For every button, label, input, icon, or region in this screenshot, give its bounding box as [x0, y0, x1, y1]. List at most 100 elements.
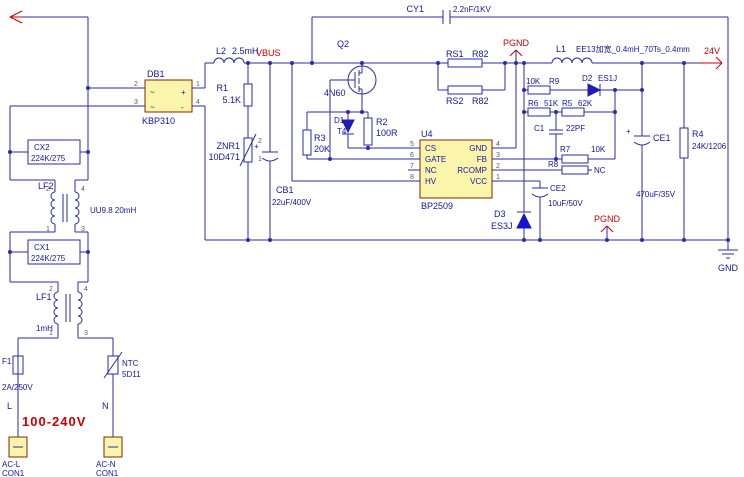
diode-d3[interactable]: D3 ES3J: [491, 63, 532, 240]
inductor-l1[interactable]: L1 EE13加宽_0.4mH_70Ts_0.4mm: [551, 44, 690, 64]
l2-ref-label: L2: [216, 46, 226, 56]
wire-segment: [53, 291, 59, 325]
wire-segment: [360, 61, 364, 65]
wire-segment: [86, 250, 90, 254]
choke-lf1[interactable]: LF1 1mH 2 4 1 3: [36, 286, 88, 337]
resistor-r1[interactable]: R1 5.1K: [216, 63, 253, 107]
ic-u4[interactable]: U4 BP2509 CS GATE NC HV GND FB RCOMP VCC…: [408, 129, 504, 211]
power-port-pgnd-bottom[interactable]: PGND: [594, 214, 621, 240]
capacitor-cx1[interactable]: CX1 224K/275: [27, 239, 81, 265]
gnd-symbol[interactable]: GND: [718, 240, 739, 273]
d1-value-label: T4: [337, 127, 347, 136]
bridge-db1[interactable]: DB1 KBP310 ~ + ~ - 2 3 1 4: [130, 69, 205, 126]
f1-ref-label: F1: [2, 357, 12, 366]
r5-value-label: 62K: [578, 99, 593, 108]
ce1-plus-label: +: [626, 127, 631, 136]
wire-segment: [516, 212, 532, 229]
wire-segment: [613, 110, 617, 114]
capacitor-cx2[interactable]: CX2 224K/275: [27, 139, 81, 165]
u4-pin-gnd: GND: [469, 144, 487, 153]
d2-ref-label: D2: [582, 74, 593, 83]
connector-ac-l[interactable]: AC-L CON1: [2, 436, 28, 477]
inductor-l2[interactable]: L2 2.5mH: [213, 46, 259, 64]
capacitor-cb1[interactable]: + CB1 22uF/400V: [254, 63, 312, 240]
wire-segment: [561, 107, 585, 117]
wire-segment: [243, 83, 253, 107]
wire-segment: [527, 107, 551, 117]
d3-ref-label: D3: [494, 209, 506, 219]
wire-segment: [613, 88, 617, 92]
wire-segment: [538, 238, 542, 242]
l1-value-label: EE13加宽_0.4mH_70Ts_0.4mm: [576, 44, 690, 54]
resistor-r8[interactable]: R8 NC: [504, 160, 606, 175]
r4-ref-label: R4: [692, 129, 704, 139]
resistor-r7[interactable]: R7 10K: [504, 145, 615, 164]
r2-ref-label: R2: [376, 117, 388, 127]
lf1-pin-bl: 1: [49, 330, 53, 337]
line-label: L: [7, 401, 12, 411]
wire-segment: [268, 61, 272, 65]
wire-segment: [50, 191, 56, 225]
r7-ref-label: R7: [560, 145, 571, 154]
capacitor-c1[interactable]: C1 22PF: [534, 112, 585, 159]
wire-segment: [9, 16, 23, 24]
resistor-rs1[interactable]: RS1 R82: [446, 49, 489, 68]
r8-nc-label: NC: [594, 166, 606, 175]
con-n-ref-label: AC-N: [96, 460, 116, 469]
diode-d2[interactable]: D2 ES1J: [582, 74, 642, 97]
choke-lf2[interactable]: LF2 UU9.8 20mH 2 4 1 3: [38, 181, 136, 233]
db1-mark-plus: +: [181, 88, 186, 97]
wire-left-rails: [9, 16, 130, 437]
wire-segment: [522, 238, 526, 242]
resistor-r4[interactable]: R4 24K/1206: [679, 63, 727, 240]
r5-ref-label: R5: [562, 99, 573, 108]
connector-ac-n[interactable]: AC-N CON1: [96, 436, 123, 477]
resistor-r5[interactable]: R5 62K: [561, 99, 615, 117]
ac-line-port-arrow[interactable]: [9, 10, 23, 24]
ce2-value-label: 10uF/50V: [548, 199, 583, 208]
fuse-f1[interactable]: F1 2A/250V: [2, 350, 33, 392]
lf2-pin-bl: 1: [46, 226, 50, 233]
capacitor-ce1[interactable]: + CE1 470uF/35V: [626, 63, 676, 240]
u4-pin-gate: GATE: [425, 155, 446, 164]
u4-pin2-num: 2: [496, 163, 500, 170]
power-port-pgnd-top[interactable]: PGND: [503, 38, 530, 63]
cx2-value-label: 224K/275: [31, 154, 66, 163]
capacitor-ce2[interactable]: CE2 10uF/50V: [504, 180, 583, 240]
v24-label: 24V: [704, 46, 720, 56]
rs2-value-label: R82: [472, 96, 489, 106]
rs1-value-label: R82: [472, 49, 489, 59]
f1-value-label: 2A/250V: [2, 383, 33, 392]
power-port-24v[interactable]: 24V: [700, 46, 723, 70]
znr1-ref-label: ZNR1: [216, 141, 240, 151]
u4-pin-hv: HV: [425, 177, 437, 186]
mosfet-q2[interactable]: Q2 4N60: [324, 39, 377, 112]
capacitor-cy1[interactable]: CY1 2.2nF/1KV: [406, 4, 491, 24]
wire-segment: [682, 61, 686, 65]
lf1-pin-tl: 2: [49, 286, 53, 293]
resistor-r9[interactable]: 10K R9: [524, 77, 584, 95]
db1-mark-ac2: ~: [150, 103, 155, 112]
resistor-rs2[interactable]: RS2 R82: [437, 63, 506, 106]
wire-segment: [447, 58, 483, 68]
d2-value-label: ES1J: [598, 74, 617, 83]
wire-segment: [213, 57, 245, 64]
resistor-r2[interactable]: R2 100R: [363, 112, 398, 148]
ntc-value-label: 5D11: [122, 370, 141, 379]
varistor-znr1[interactable]: ZNR1 10D471 2 1: [208, 106, 262, 240]
q2-value-label: 4N60: [324, 88, 346, 98]
con-n-value-label: CON1: [96, 469, 119, 477]
wire-segment: [640, 61, 644, 65]
thermistor-ntc[interactable]: NTC 5D11: [103, 351, 141, 379]
diode-d1[interactable]: D1 T4: [334, 112, 355, 148]
resistor-r3[interactable]: R3 20K: [302, 112, 330, 159]
u4-ref-label: U4: [421, 129, 433, 139]
wire-segment: [436, 61, 440, 65]
rs1-ref-label: RS1: [446, 49, 464, 59]
wire-segment: [715, 56, 723, 64]
pgnd-bottom-label: PGND: [594, 214, 621, 224]
db1-ref-label: DB1: [147, 69, 165, 79]
wire-segment: [86, 150, 90, 154]
wire-segment: [360, 110, 364, 114]
